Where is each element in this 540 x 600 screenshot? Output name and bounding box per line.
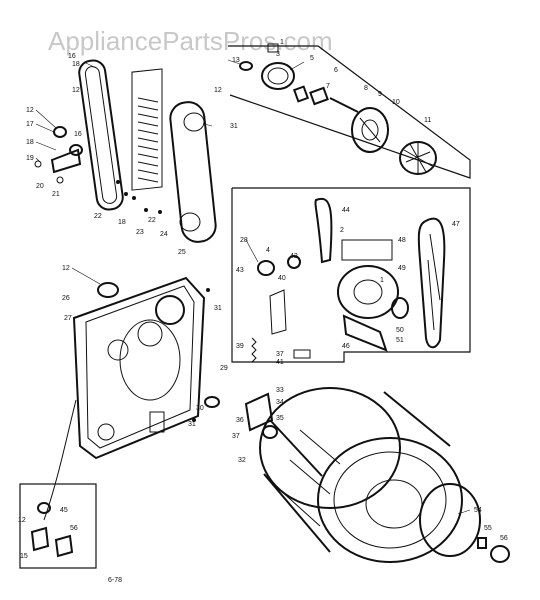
rear-bearing-bracket [244, 392, 274, 432]
drum-part [259, 387, 463, 563]
drive-belt-part [314, 197, 333, 264]
label-16-top: 16 [68, 53, 76, 60]
bulkhead-panel-part [72, 276, 206, 460]
label-35: 35 [276, 415, 284, 422]
watermark-text: AppliancePartsPros.com [48, 26, 333, 56]
glide-part [97, 282, 119, 298]
front-panel-assembly: 16 18 12 12 17 16 18 19 20 21 22 18 23 2… [26, 53, 238, 256]
door-switch-part [30, 526, 50, 552]
label-19: 19 [26, 155, 34, 162]
drum-seal-part [419, 483, 481, 557]
label-31-mid: 31 [214, 305, 222, 312]
label-18-top: 18 [72, 61, 80, 68]
label-37: 37 [232, 433, 240, 440]
motor-assembly-box: 44 2 47 48 28 4 42 43 40 49 1 50 51 46 3… [231, 187, 471, 366]
label-31-top: 31 [230, 123, 238, 130]
blower-disc-part [351, 107, 389, 153]
power-cord [43, 399, 77, 521]
label-23: 23 [136, 229, 144, 236]
label-9: 9 [378, 91, 382, 98]
bulkhead-assembly: 12 26 27 31 29 30 31 [43, 265, 228, 521]
heater-assembly-part [131, 68, 163, 191]
blower-fan-part [399, 141, 437, 175]
label-31-bottom: 31 [188, 421, 196, 428]
front-seal-part [78, 59, 124, 211]
label-12-box: 12 [18, 517, 26, 524]
label-4: 4 [266, 247, 270, 254]
label-51: 51 [396, 337, 404, 344]
label-21: 21 [52, 191, 60, 198]
label-41: 41 [276, 359, 284, 366]
label-39: 39 [236, 343, 244, 350]
label-36: 36 [236, 417, 244, 424]
label-5: 5 [310, 55, 314, 62]
label-27: 27 [64, 315, 72, 322]
label-25: 25 [178, 249, 186, 256]
label-44: 44 [342, 207, 350, 214]
blower-assembly-box: 1 3 13 12 5 6 7 8 9 10 11 [214, 39, 471, 179]
label-48: 48 [398, 237, 406, 244]
label-56-box: 56 [70, 525, 78, 532]
label-54: 54 [474, 507, 482, 514]
label-40: 40 [278, 275, 286, 282]
footer-code: 6-78 [108, 577, 122, 584]
idler-belt-part [417, 217, 446, 349]
label-6: 6 [334, 67, 338, 74]
label-22-right: 22 [148, 217, 156, 224]
label-42: 42 [290, 253, 298, 260]
label-46: 46 [342, 343, 350, 350]
label-20: 20 [36, 183, 44, 190]
label-12-left: 12 [72, 87, 80, 94]
label-33: 33 [276, 387, 284, 394]
label-34: 34 [276, 399, 284, 406]
label-18-bottom: 18 [118, 219, 126, 226]
label-49: 49 [398, 265, 406, 272]
switch-part [53, 126, 67, 138]
leader-lines [35, 59, 471, 515]
drum-roller-part [490, 545, 510, 563]
bushing-part [239, 61, 253, 71]
label-15: 15 [20, 553, 28, 560]
label-16: 16 [74, 131, 82, 138]
label-24: 24 [160, 231, 168, 238]
seal-ring-part [261, 62, 295, 90]
label-45: 45 [60, 507, 68, 514]
door-switch-box: 45 12 56 15 [18, 483, 97, 569]
label-2: 2 [340, 227, 344, 234]
label-10: 10 [392, 99, 400, 106]
motor-part [337, 239, 409, 319]
label-22-left: 22 [94, 213, 102, 220]
lint-duct-part [169, 101, 217, 243]
label-56: 56 [500, 535, 508, 542]
label-55: 55 [484, 525, 492, 532]
label-28: 28 [240, 237, 248, 244]
label-12-top: 12 [214, 87, 222, 94]
label-37-motor: 37 [276, 351, 284, 358]
label-13: 13 [232, 57, 240, 64]
label-8: 8 [364, 85, 368, 92]
cap-part [267, 43, 279, 53]
label-18: 18 [26, 139, 34, 146]
label-47: 47 [452, 221, 460, 228]
label-3: 3 [276, 51, 280, 58]
label-26: 26 [62, 295, 70, 302]
label-1: 1 [280, 39, 284, 46]
label-11: 11 [424, 117, 431, 124]
label-7: 7 [326, 83, 330, 90]
label-12-mid: 12 [62, 265, 70, 272]
label-50: 50 [396, 327, 404, 334]
label-32: 32 [238, 457, 246, 464]
label-43: 43 [236, 267, 244, 274]
label-30: 30 [196, 405, 204, 412]
label-29: 29 [220, 365, 228, 372]
label-17: 17 [26, 121, 34, 128]
drum-assembly: 33 34 35 36 37 32 54 55 56 [232, 387, 510, 563]
label-1-motor: 1 [380, 277, 384, 284]
bracket-part [50, 148, 82, 174]
label-12-leftside: 12 [26, 107, 34, 114]
